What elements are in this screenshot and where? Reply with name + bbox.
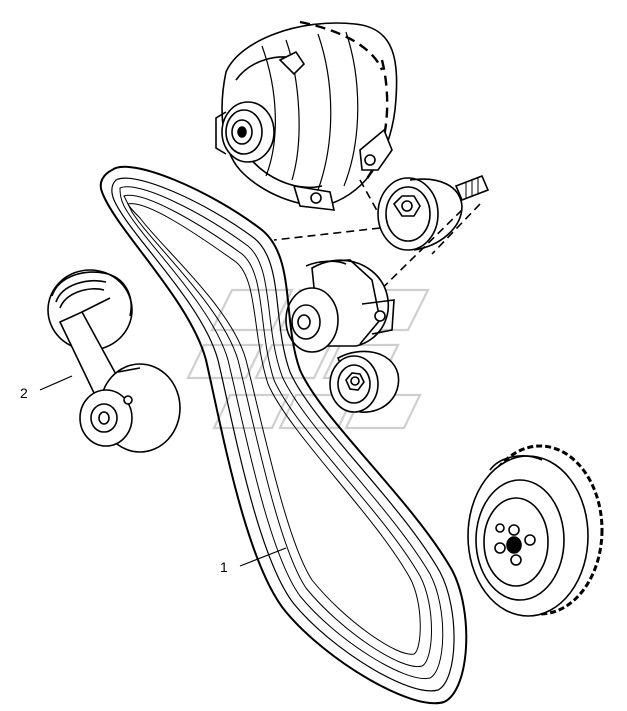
callout-1: 1 (220, 547, 287, 575)
idler-pulley (285, 259, 395, 353)
callout-2-leader (39, 375, 73, 391)
callout-2: 2 (20, 375, 73, 401)
callout-1-leader (239, 547, 287, 567)
roller-pulley (329, 350, 400, 413)
belt-tensioner-unit (47, 269, 181, 453)
tensioner-pulley (377, 174, 490, 251)
callout-1-label: 1 (220, 559, 228, 575)
alternator (215, 20, 398, 211)
crankshaft-pulley (467, 444, 604, 617)
poly-v-belt (99, 165, 468, 705)
callout-2-label: 2 (20, 385, 28, 401)
